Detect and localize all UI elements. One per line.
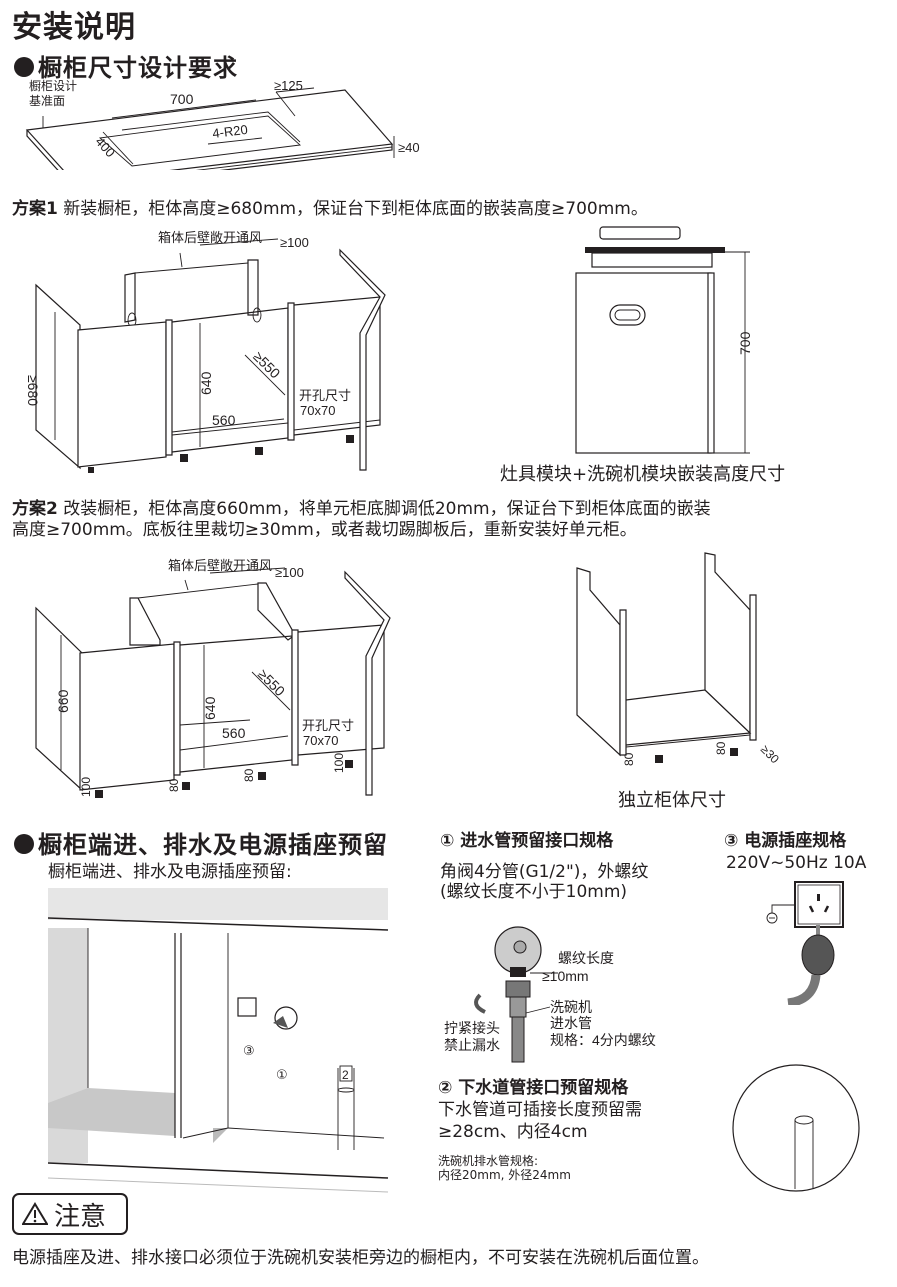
vent-label: 箱体后壁敞开通风 [158, 230, 262, 245]
dim-height: 700 [737, 331, 753, 355]
utilities-intro: 橱柜端进、排水及电源插座预留: [48, 862, 292, 882]
hose-label-3: 规格：4分内螺纹 [550, 1032, 656, 1048]
tighten-label-1: 拧紧接头 [444, 1020, 500, 1036]
module-caption: 灶具模块+洗碗机模块嵌装高度尺寸 [500, 464, 786, 485]
bullet-icon [14, 57, 34, 77]
dim-width: 560 [222, 725, 246, 741]
marker-inlet: ① [276, 1067, 288, 1082]
section-heading-utilities: 橱柜端进、排水及电源插座预留 [14, 825, 388, 860]
tighten-arrow-icon [474, 993, 486, 1014]
drain-line2: ≥28cm、内径4cm [438, 1122, 588, 1142]
cabinet-door [77, 321, 167, 468]
inlet-hose-diagram: 螺纹长度 ≥10mm 洗碗机 进水管 规格：4分内螺纹 拧紧接头 禁止漏水 [444, 926, 656, 1063]
power-heading: ③ 电源插座规格 [724, 831, 847, 851]
standalone-foot-left: 80 [622, 752, 636, 766]
drain-line1: 下水管道可插接长度预留需 [438, 1100, 642, 1120]
thread-length-label: 螺纹长度 [558, 950, 614, 966]
plan2-text-line1: 改装橱柜，柜体高度660mm，将单元柜底脚调低20mm，保证台下到柜体底面的嵌装 [57, 499, 711, 519]
drain-pipe-icon [794, 1115, 814, 1125]
power-socket-diagram [766, 881, 844, 1005]
section-heading-text: 橱柜尺寸设计要求 [38, 54, 238, 82]
countertop-edge [48, 888, 388, 920]
page-title: 安装说明 [12, 10, 136, 45]
countertop-slab [25, 89, 394, 170]
dishwasher-body [575, 272, 712, 454]
foot-dim-left: 100 [79, 777, 93, 797]
plan1-description: 方案1 新装橱柜，柜体高度≥680mm，保证台下到柜体底面的嵌装高度≥700mm… [12, 198, 648, 220]
dim-inner-height: 640 [202, 696, 218, 720]
cabinet-side [35, 283, 81, 470]
hole-size: 70x70 [303, 733, 338, 748]
hole-label: 开孔尺寸 [299, 388, 351, 403]
dim-height: ≥680 [25, 375, 41, 406]
inlet-line2: (螺纹长度不小于10mm) [440, 882, 628, 902]
dim-width: 560 [212, 412, 236, 428]
power-socket-icon [237, 997, 257, 1017]
notice-title: 注意 [54, 1201, 107, 1232]
dim-inner-height: 640 [198, 371, 214, 395]
drain-spec-line2: 内径20mm, 外径24mm [438, 1168, 571, 1182]
power-spec: 220V~50Hz 10A [726, 853, 867, 873]
cooktop-burner [599, 226, 681, 240]
cabinet-interior-diagram: ③ ① 2 [48, 888, 389, 1193]
vent-label: 箱体后壁敞开通风 [168, 558, 272, 573]
dim-length: 700 [170, 91, 194, 107]
foot-dim-mid2: 80 [242, 768, 256, 782]
dim-thickness: ≥40 [398, 140, 420, 155]
drain-pipe-diagram [732, 1064, 860, 1192]
tighten-label-2: 禁止漏水 [444, 1037, 500, 1053]
bullet-icon [14, 834, 34, 854]
warning-icon [22, 1202, 48, 1225]
section-heading-cabinet-size: 橱柜尺寸设计要求 [14, 48, 238, 83]
plan1-module-diagram: 700 [575, 226, 753, 454]
marker-power: ③ [243, 1043, 255, 1058]
standalone-caption: 独立柜体尺寸 [618, 790, 726, 811]
standalone-foot-right: 80 [714, 741, 728, 755]
thread-length-dim: ≥10mm [542, 968, 589, 984]
power-cord-icon [787, 974, 821, 1005]
inlet-line1: 角阀4分管(G1/2")，外螺纹 [440, 862, 649, 882]
notice-text: 电源插座及进、排水接口必须位于洗碗机安装柜旁边的橱柜内，不可安装在洗碗机后面位置… [12, 1248, 709, 1268]
plan1-cabinet-diagram: 箱体后壁敞开通风 ≥100 ≥680 640 560 ≥550 开孔尺寸 70x… [25, 230, 386, 473]
dim-back-gap: ≥125 [274, 78, 303, 93]
dim-height: 660 [55, 689, 71, 713]
plug-icon [801, 934, 835, 976]
cooktop-plate [585, 247, 725, 253]
plan2-text-line2: 高度≥700mm。底板往里裁切≥30mm，或者裁切踢脚板后，重新安装好单元柜。 [12, 520, 637, 540]
dim-radius: 4-R20 [212, 122, 249, 141]
drain-heading: ② 下水道管接口预留规格 [438, 1078, 629, 1098]
hole-label: 开孔尺寸 [302, 718, 354, 733]
section-heading-text: 橱柜端进、排水及电源插座预留 [38, 831, 388, 859]
plan1-label: 方案1 [12, 199, 58, 219]
ref-plane-label-1: 橱柜设计 [29, 79, 77, 93]
notice-badge: 注意 [12, 1193, 128, 1235]
dim-depth: ≥550 [255, 666, 288, 699]
dim-vent: ≥100 [275, 565, 304, 580]
foot-dim-right: 100 [332, 753, 346, 773]
dim-vent: ≥100 [280, 235, 309, 250]
hose-label-2: 进水管 [550, 1015, 592, 1031]
plan2-cabinet-diagram: 箱体后壁敞开通风 ≥100 660 640 560 ≥550 开孔尺寸 70x7… [35, 558, 391, 798]
sink-cutout [98, 115, 302, 167]
plan2-description: 方案2 改装橱柜，柜体高度660mm，将单元柜底脚调低20mm，保证台下到柜体底… [12, 498, 711, 520]
foot-dim-mid1: 80 [167, 778, 181, 792]
plan2-label: 方案2 [12, 499, 58, 519]
inlet-heading: ① 进水管预留接口规格 [440, 831, 614, 851]
countertop-diagram: 橱柜设计 基准面 700 ≥125 400 4-R20 ≥40 [25, 78, 420, 170]
drain-spec-line1: 洗碗机排水管规格: [438, 1154, 539, 1168]
ground-icon [766, 912, 778, 924]
hose-label-1: 洗碗机 [550, 999, 592, 1015]
standalone-dim-cut: ≥30 [758, 742, 782, 766]
socket-icon [794, 881, 844, 928]
marker-drain: 2 [342, 1068, 349, 1082]
plan1-text: 新装橱柜，柜体高度≥680mm，保证台下到柜体底面的嵌装高度≥700mm。 [57, 199, 648, 219]
ref-plane-label-2: 基准面 [29, 94, 65, 108]
hole-size: 70x70 [300, 403, 335, 418]
standalone-cabinet-diagram: 80 80 ≥30 [576, 552, 782, 766]
